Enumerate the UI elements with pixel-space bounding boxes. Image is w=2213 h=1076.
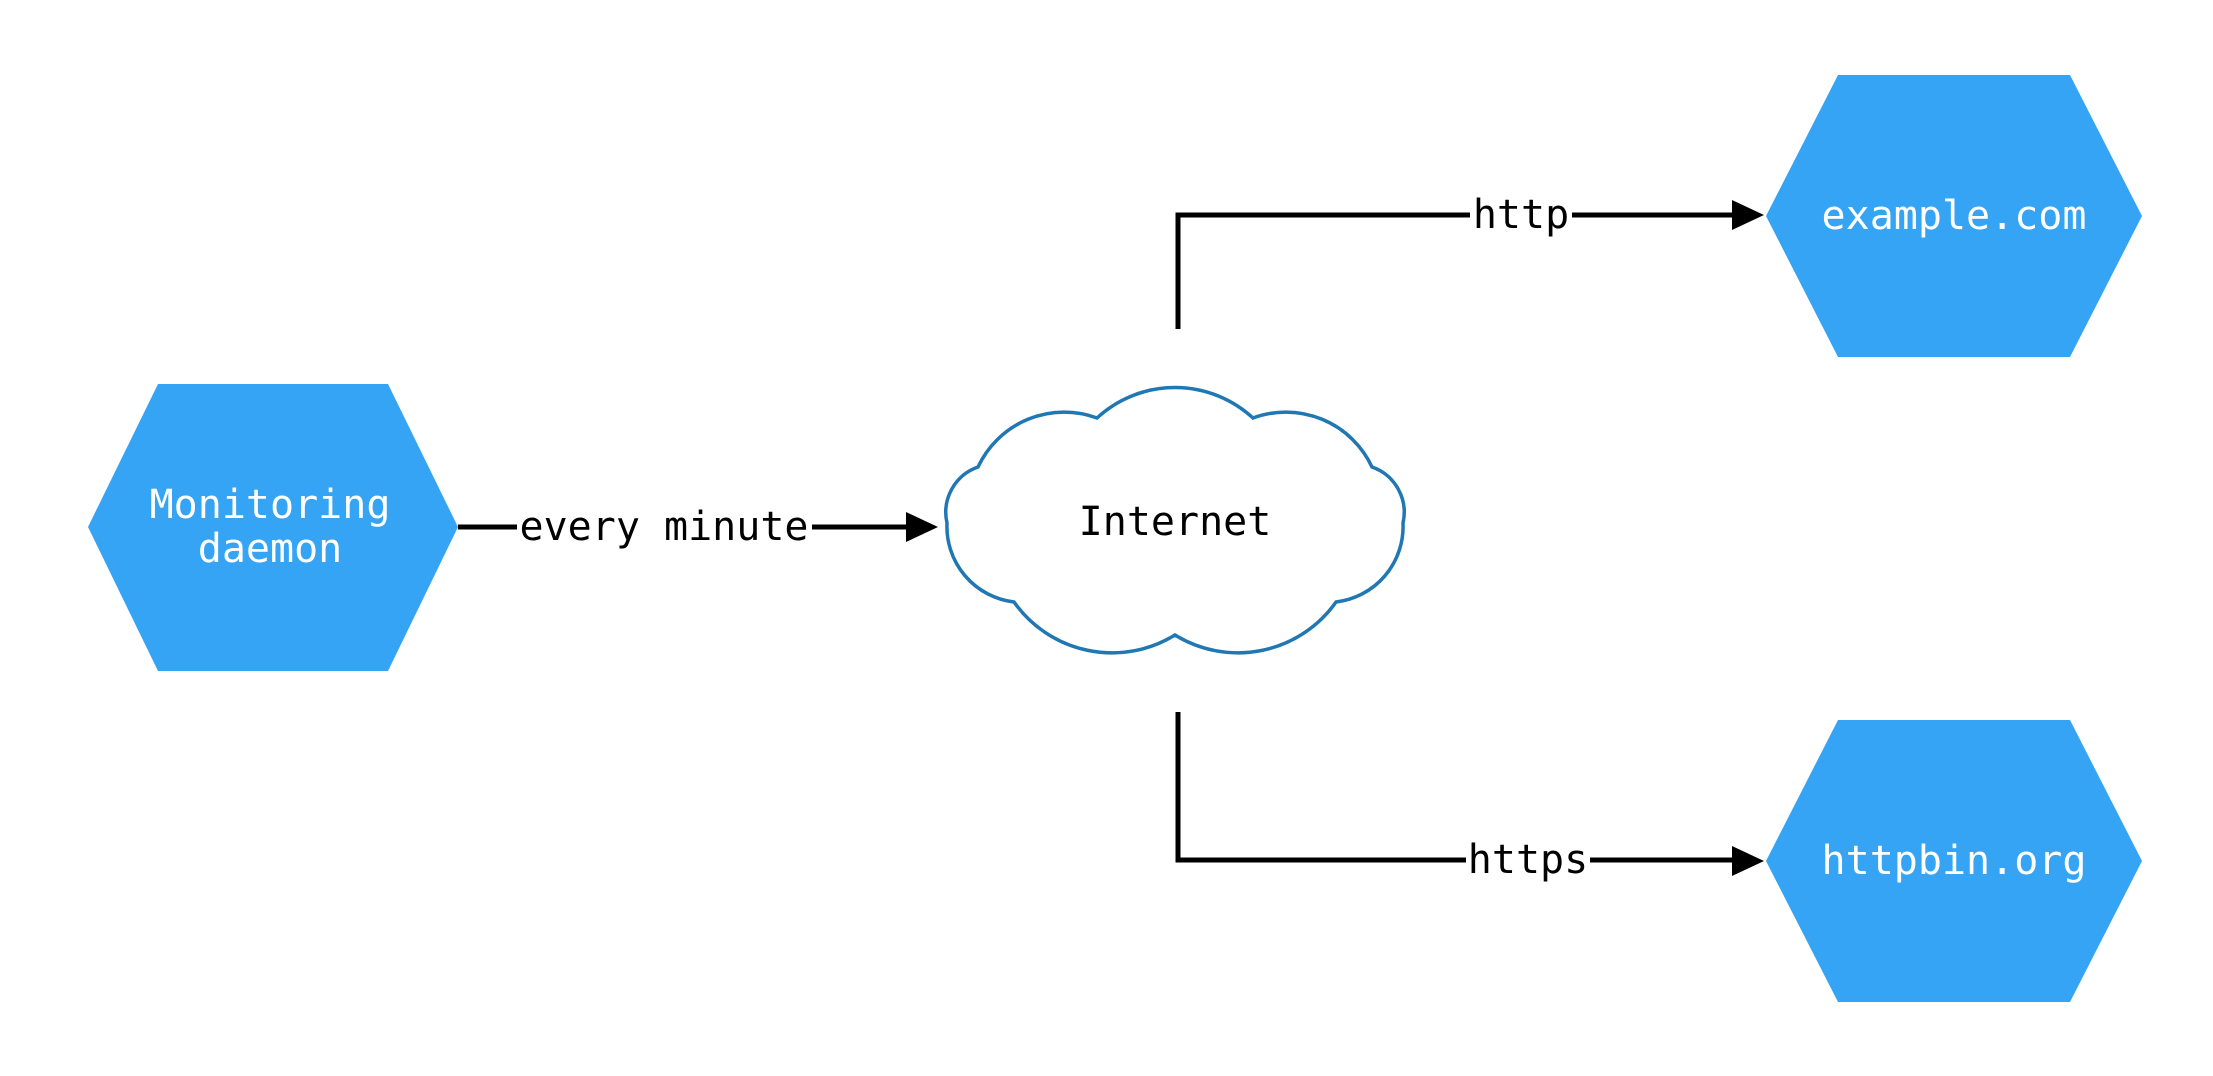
arrowhead: [906, 512, 938, 542]
node-label-httpbin-org: httpbin.org: [1822, 838, 2087, 884]
arrowhead: [1732, 846, 1764, 876]
node-monitoring-daemon: Monitoring daemon: [88, 384, 458, 671]
hexagon-shape: [1766, 75, 2142, 357]
node-label-daemon: daemon: [198, 526, 343, 572]
edge-internet-to-example: http: [1175, 192, 1764, 329]
hexagon-shape: [88, 384, 458, 671]
node-httpbin-org: httpbin.org: [1766, 720, 2142, 1002]
edge-monitoring-to-internet: every minute: [458, 504, 938, 550]
edge-segment: [1175, 712, 1466, 863]
node-label-internet: Internet: [1079, 499, 1272, 545]
cloud-shape: [944, 385, 1406, 655]
node-example-com: example.com: [1766, 75, 2142, 357]
arrowhead: [1732, 200, 1764, 230]
node-internet: Internet: [944, 385, 1406, 655]
edge-label-https: https: [1468, 837, 1588, 883]
edge-internet-to-httpbin: https: [1175, 712, 1764, 883]
edge-segment: [1175, 212, 1470, 329]
edge-label-every-minute: every minute: [520, 504, 809, 550]
edge-label-http: http: [1473, 192, 1569, 238]
node-label-monitoring: Monitoring: [150, 482, 391, 528]
hexagon-shape: [1766, 720, 2142, 1002]
node-label-example-com: example.com: [1822, 193, 2087, 239]
